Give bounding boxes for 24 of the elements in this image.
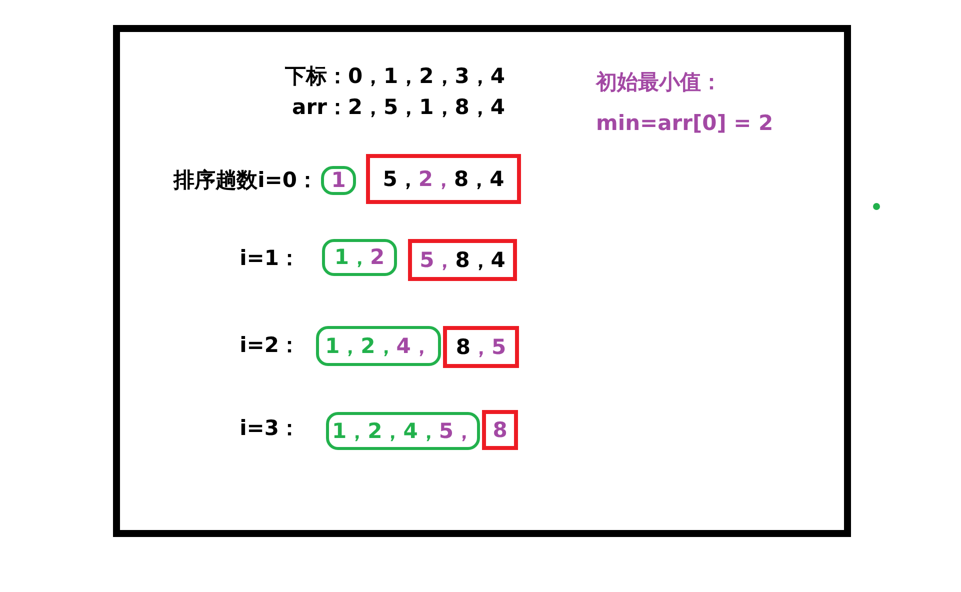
- sorted-group-outline: [316, 326, 441, 366]
- pass-label: i=2：: [240, 335, 300, 356]
- value-list: 8: [492, 420, 508, 440]
- unsorted-group-outline: [443, 326, 519, 368]
- value-list: 5，2，8，4: [382, 168, 504, 190]
- value-list: 8，5: [456, 336, 506, 358]
- min-note-heading: 初始最小值：: [596, 72, 722, 93]
- sorted-group-outline: [326, 412, 480, 450]
- value-list: 1: [331, 170, 346, 191]
- value-list: 1，2: [334, 247, 385, 268]
- value-list: 5，8，4: [420, 250, 506, 270]
- sorted-group-outline: [322, 239, 397, 276]
- unsorted-group-outline: [482, 410, 518, 450]
- pass-label: i=3：: [240, 418, 300, 439]
- index-row-label: 下标：0，1，2，3，4: [284, 66, 505, 87]
- unsorted-group-outline: [408, 239, 517, 281]
- value-list: 1，2，4，5，: [332, 420, 474, 442]
- array-row-label: arr：2，5，1，8，4: [292, 97, 505, 118]
- min-note-formula: min=arr[0] = 2: [596, 113, 774, 134]
- unsorted-group-outline: [366, 154, 521, 204]
- pass-label: 排序趟数i=0：: [174, 170, 318, 191]
- pass-label: i=1：: [240, 248, 300, 269]
- value-list: 1，2，4，: [325, 336, 432, 356]
- sorted-group-outline: [321, 166, 356, 195]
